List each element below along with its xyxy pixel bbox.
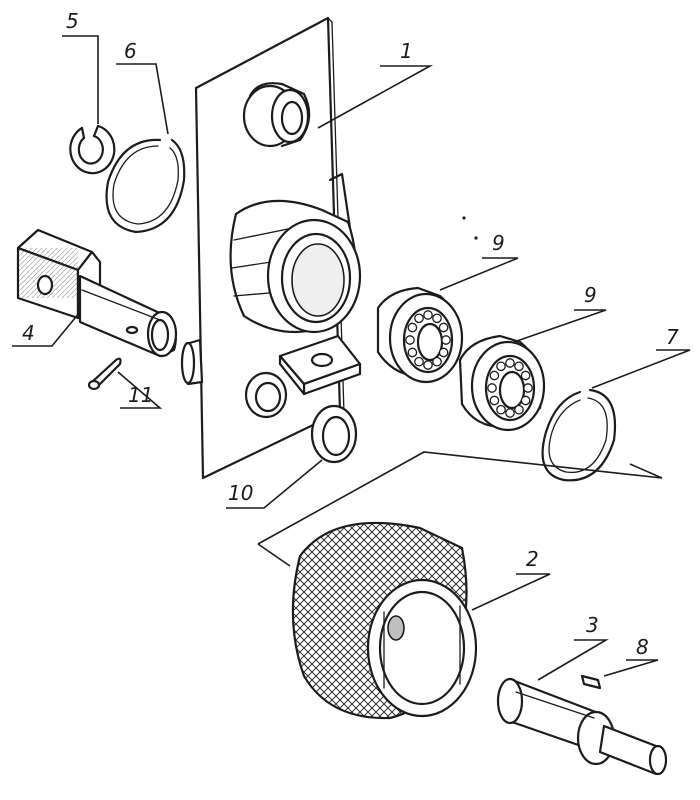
callout-11: 11 bbox=[128, 383, 153, 407]
callout-10: 10 bbox=[228, 481, 253, 505]
bearing-ball bbox=[514, 361, 524, 372]
callout-8: 8 bbox=[636, 635, 649, 659]
bearing-ball bbox=[438, 347, 449, 358]
axis-dots bbox=[462, 216, 478, 240]
bearing-ball bbox=[414, 313, 424, 324]
bearing-ball bbox=[523, 383, 533, 393]
large-retaining-ring bbox=[105, 138, 186, 234]
bearing-ball bbox=[487, 383, 497, 393]
bearing-ball bbox=[438, 322, 449, 333]
cotter-pin bbox=[87, 357, 122, 391]
callout-2: 2 bbox=[526, 547, 539, 571]
roller-axle bbox=[496, 677, 668, 776]
bearing-ball bbox=[520, 370, 531, 381]
mounting-plate bbox=[180, 16, 362, 480]
callout-leaders bbox=[12, 35, 691, 681]
bearing-ball bbox=[505, 358, 515, 368]
bearing-ball bbox=[489, 370, 500, 381]
plate-top-boss bbox=[242, 82, 311, 148]
spacer-washer bbox=[310, 404, 358, 464]
bearing-ball bbox=[496, 361, 506, 372]
callout-labels: 1 2 3 4 5 6 7 8 9 9 10 11 bbox=[22, 9, 679, 659]
callout-5: 5 bbox=[66, 9, 79, 33]
callout-3: 3 bbox=[586, 613, 599, 637]
bearing-ball bbox=[489, 395, 500, 406]
pivot-pin bbox=[16, 228, 178, 358]
plate-lower-hole bbox=[244, 371, 288, 419]
bearing-ball bbox=[514, 404, 524, 415]
small-circlip bbox=[69, 124, 116, 175]
bearing-ball bbox=[405, 335, 415, 345]
plate-large-bushing bbox=[229, 199, 362, 334]
callout-9a: 9 bbox=[492, 231, 505, 255]
bearing-ball bbox=[432, 356, 442, 367]
bearing-ball bbox=[423, 310, 433, 320]
callout-9b: 9 bbox=[584, 283, 597, 307]
bearing-retaining-ring bbox=[541, 388, 616, 482]
key bbox=[580, 674, 602, 690]
plate-bracket bbox=[278, 334, 362, 396]
bearing-ball bbox=[441, 335, 451, 345]
bearing-ball bbox=[505, 408, 515, 418]
bearing-ball bbox=[407, 347, 418, 358]
plate-stub-shaft bbox=[180, 338, 204, 386]
callout-6: 6 bbox=[124, 39, 137, 63]
grouping-brackets bbox=[257, 451, 663, 567]
callout-1: 1 bbox=[400, 39, 413, 63]
bearing-ball bbox=[423, 360, 433, 370]
bearing-ball bbox=[432, 313, 442, 324]
callout-7: 7 bbox=[666, 325, 679, 349]
bearing-ball bbox=[414, 356, 424, 367]
ball-bearing-1 bbox=[376, 286, 464, 384]
bearing-ball bbox=[407, 322, 418, 333]
ball-bearing-2 bbox=[458, 334, 546, 432]
knurled-roller bbox=[291, 521, 478, 720]
callout-4: 4 bbox=[22, 321, 35, 345]
bearing-ball bbox=[520, 395, 531, 406]
bearing-ball bbox=[496, 404, 506, 415]
